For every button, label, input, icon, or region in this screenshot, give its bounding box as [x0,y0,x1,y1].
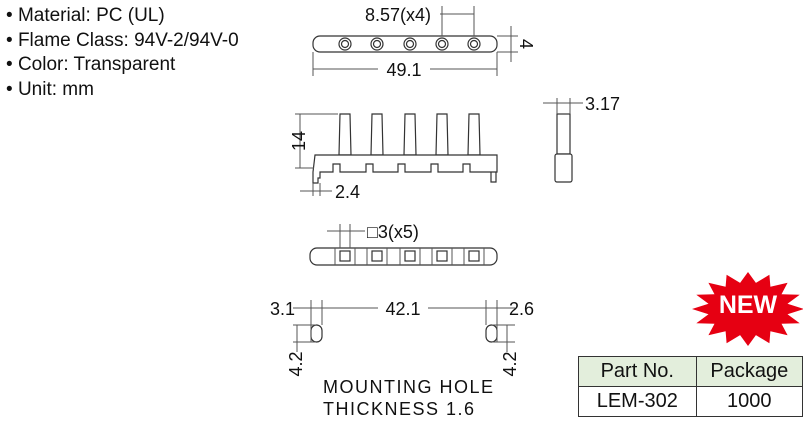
square-label: □3(x5) [367,222,419,242]
package-cell: 1000 [695,386,803,417]
end-width-label: 3.17 [585,94,620,114]
spec-list: Material: PC (UL) Flame Class: 94V-2/94V… [6,4,239,102]
hole-span-label: 42.1 [385,299,420,319]
square-hole [404,250,416,262]
pin-height-label: 14 [289,131,309,151]
pin [467,113,481,156]
pin [370,113,384,156]
hole-left-label: 4.2 [286,351,306,376]
square-hole [339,250,351,262]
spec-flame-class: Flame Class: 94V-2/94V-0 [6,29,239,54]
right-offset-label: 2.6 [509,299,534,319]
spec-unit: Unit: mm [6,78,239,103]
side-view: 14 2.4 [289,113,498,202]
part-no-cell: LEM-302 [578,386,697,417]
pin [338,113,352,156]
length-label: 49.1 [386,60,421,80]
end-view: 3.17 [543,94,620,183]
hole-right-label: 4.2 [500,351,520,376]
header-package: Package [695,356,803,387]
note-line2: THICKNESS 1.6 [323,399,476,419]
new-badge: NEW [718,291,778,319]
pin [435,113,449,156]
foot-label: 2.4 [335,182,360,202]
left-offset-label: 3.1 [270,299,295,319]
square-hole [371,250,383,262]
pitch-label: 8.57(x4) [365,5,431,25]
top-view: 8.57(x4) 4 49.1 [312,5,536,80]
mounting-holes: 3.1 42.1 2.6 4.2 4.2 MOUNTING HOLE THICK… [270,299,534,419]
height-label: 4 [516,39,536,49]
new-starburst-icon [692,272,803,346]
note-line1: MOUNTING HOLE [323,377,495,397]
pin [403,113,417,156]
bottom-view: □3(x5) [309,222,498,266]
square-hole [436,250,448,262]
spec-material: Material: PC (UL) [6,4,239,29]
spec-color: Color: Transparent [6,53,239,78]
header-part-no: Part No. [578,356,697,387]
square-hole [468,250,480,262]
